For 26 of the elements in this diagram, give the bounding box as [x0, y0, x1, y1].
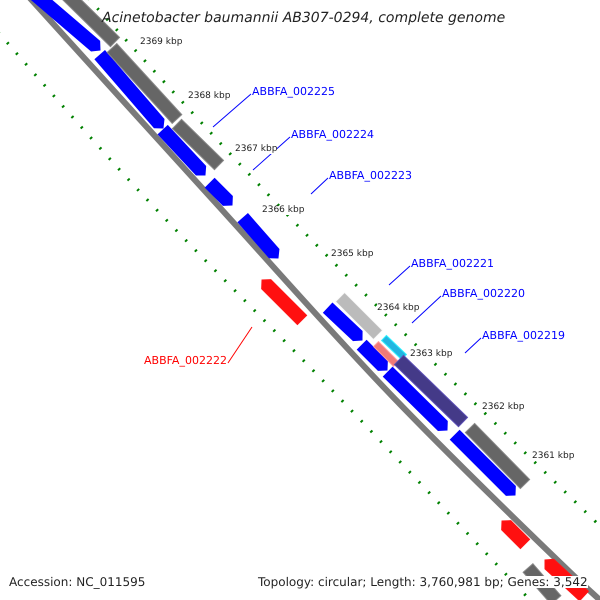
- gene-label: ABBFA_002224: [291, 129, 374, 140]
- info-text: Topology: circular; Length: 3,760,981 bp; Genes: 3,542: [258, 576, 588, 588]
- scale-label: 2363 kbp: [410, 350, 452, 359]
- gene-label: ABBFA_002219: [482, 330, 565, 341]
- scale-label: 2362 kbp: [482, 403, 524, 412]
- leader-line: [412, 296, 442, 324]
- scale-label: 2369 kbp: [140, 38, 182, 47]
- gene-label: ABBFA_002221: [411, 258, 494, 269]
- leader-line: [310, 178, 328, 194]
- scale-label: 2366 kbp: [262, 206, 304, 215]
- leader-line: [227, 326, 252, 364]
- gene-label: ABBFA_002223: [329, 170, 412, 181]
- gene-label: ABBFA_002220: [442, 288, 525, 299]
- leader-line: [464, 338, 482, 354]
- scale-label: 2365 kbp: [331, 250, 374, 259]
- scale-label: 2368 kbp: [188, 92, 230, 101]
- gene-label: ABBFA_002222: [144, 355, 227, 366]
- scale-label: 2361 kbp: [532, 452, 574, 461]
- gene-label: ABBFA_002225: [252, 86, 335, 97]
- leader-line: [252, 136, 290, 170]
- title: Acinetobacter baumannii AB307-0294, complete genome: [102, 11, 506, 25]
- scale-label: 2364 kbp: [377, 304, 420, 313]
- info-text: Accession: NC_011595: [9, 576, 146, 588]
- scale-label: 2367 kbp: [235, 145, 278, 154]
- leader-line: [212, 94, 252, 128]
- leader-line: [388, 266, 410, 286]
